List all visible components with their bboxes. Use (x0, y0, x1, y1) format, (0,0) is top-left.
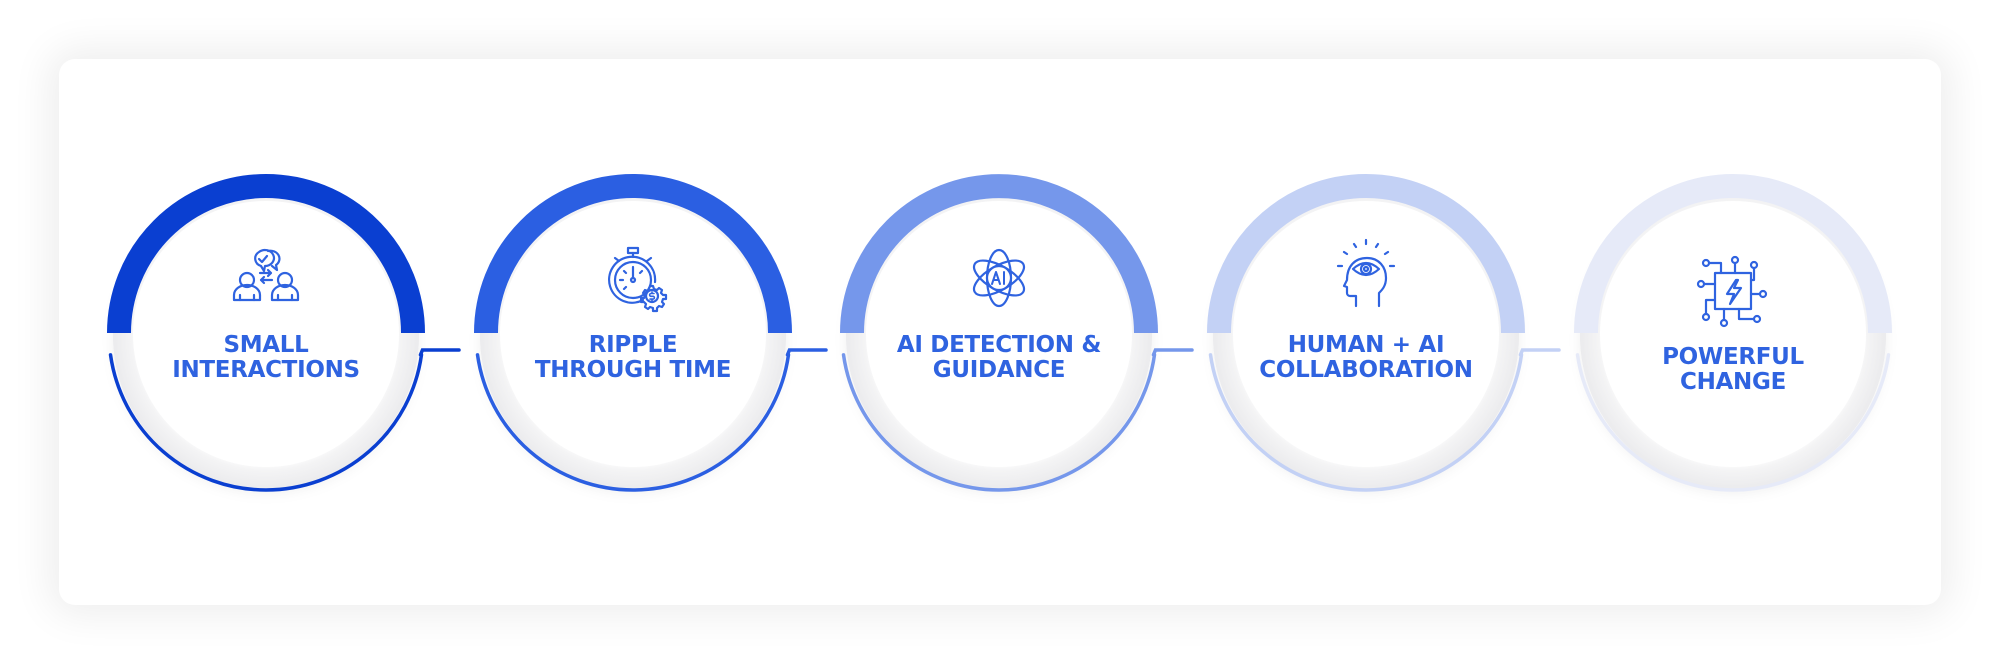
connector-line (1518, 348, 1561, 357)
top-arc (1574, 174, 1892, 334)
top-arc (1207, 174, 1525, 334)
bottom-arc (108, 353, 424, 492)
step-label-line-1: AI DETECTION & (896, 332, 1102, 358)
step-ring (107, 174, 461, 492)
step-label: AI DETECTION & GUIDANCE (869, 333, 1129, 383)
step-label: RIPPLE THROUGH TIME (503, 333, 763, 383)
stopwatch-money-gear-icon (593, 242, 673, 322)
bottom-arc (1208, 353, 1524, 492)
step-label-line-1: SMALL (223, 332, 309, 358)
step-label-line-2: COLLABORATION (1259, 357, 1473, 383)
step-label-line-2: CHANGE (1680, 369, 1786, 395)
step-label: POWERFUL CHANGE (1603, 345, 1863, 395)
step-ring (840, 174, 1194, 492)
top-arc (107, 174, 425, 334)
step-label-line-1: HUMAN + AI (1287, 332, 1445, 358)
connector-line (1151, 348, 1194, 357)
people-conversation-icon (226, 242, 306, 322)
bottom-arc (841, 353, 1157, 492)
bottom-arc (1575, 353, 1891, 492)
step-ring (1207, 174, 1561, 492)
head-eye-insight-icon (1326, 236, 1406, 316)
step-label-line-1: POWERFUL (1662, 344, 1804, 370)
top-arc (474, 174, 792, 334)
step-ring (474, 174, 828, 492)
step-ring (1574, 174, 1892, 492)
ai-atom-icon (959, 240, 1039, 320)
circuit-chip-lightning-icon (1693, 255, 1773, 335)
top-arc (840, 174, 1158, 334)
bottom-arc (475, 353, 791, 492)
step-label-line-1: RIPPLE (588, 332, 678, 358)
step-label-line-2: INTERACTIONS (172, 357, 360, 383)
step-label-line-2: GUIDANCE (932, 357, 1066, 383)
step-label-line-2: THROUGH TIME (534, 357, 732, 383)
connector-line (785, 348, 828, 357)
connector-line (418, 348, 461, 357)
step-label: SMALL INTERACTIONS (136, 333, 396, 383)
step-label: HUMAN + AI COLLABORATION (1236, 333, 1496, 383)
